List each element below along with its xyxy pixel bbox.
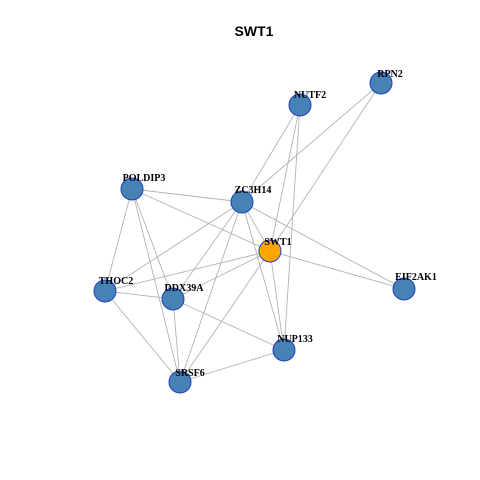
node-label-poldip3: POLDIP3 (123, 173, 166, 184)
edge-poldip3-thoc2 (104, 188, 133, 292)
edge-zc3h14-thoc2 (104, 201, 243, 292)
node-zc3h14[interactable] (230, 190, 254, 214)
node-eif2ak1[interactable] (392, 277, 416, 301)
edge-zc3h14-ddx39a (172, 201, 243, 300)
edge-nup133-srsf6 (179, 349, 285, 383)
edge-ddx39a-srsf6 (172, 298, 181, 383)
node-srsf6[interactable] (168, 370, 192, 394)
node-thoc2[interactable] (93, 279, 117, 303)
edge-swt1-nup133 (269, 250, 285, 351)
edge-poldip3-ddx39a (131, 188, 174, 300)
node-ddx39a[interactable] (161, 287, 185, 311)
edge-nutf2-nup133 (283, 104, 301, 351)
node-rpn2[interactable] (369, 71, 393, 95)
edge-poldip3-zc3h14 (131, 188, 243, 203)
node-label-thoc2: THOC2 (99, 276, 133, 287)
edge-swt1-thoc2 (104, 250, 271, 292)
edge-thoc2-srsf6 (104, 290, 181, 383)
edge-swt1-eif2ak1 (269, 250, 405, 290)
node-label-nup133: NUP133 (277, 334, 313, 345)
edge-rpn2-zc3h14 (241, 82, 382, 203)
node-label-rpn2: RPN2 (377, 69, 403, 80)
node-nutf2[interactable] (288, 93, 312, 117)
edge-ddx39a-nup133 (172, 298, 285, 351)
edge-layer (104, 82, 405, 383)
node-swt1[interactable] (258, 239, 282, 263)
node-poldip3[interactable] (120, 177, 144, 201)
node-label-nutf2: NUTF2 (294, 90, 326, 101)
edge-swt1-ddx39a (172, 250, 271, 300)
node-label-srsf6: SRSF6 (175, 368, 204, 379)
node-label-zc3h14: ZC3H14 (235, 185, 272, 196)
node-layer (93, 71, 416, 394)
edge-poldip3-srsf6 (131, 188, 181, 383)
edge-swt1-nutf2 (269, 104, 301, 252)
node-nup133[interactable] (272, 338, 296, 362)
graph-title: SWT1 (235, 23, 274, 39)
node-label-swt1: SWT1 (264, 237, 291, 248)
edge-zc3h14-nup133 (241, 201, 285, 351)
edge-swt1-poldip3 (131, 188, 271, 252)
node-label-eif2ak1: EIF2AK1 (395, 272, 437, 283)
edge-nutf2-zc3h14 (241, 104, 301, 203)
edge-zc3h14-eif2ak1 (241, 201, 405, 290)
node-label-ddx39a: DDX39A (165, 283, 205, 294)
edge-zc3h14-srsf6 (179, 201, 243, 383)
edge-swt1-srsf6 (179, 250, 271, 383)
edge-swt1-rpn2 (269, 82, 382, 252)
